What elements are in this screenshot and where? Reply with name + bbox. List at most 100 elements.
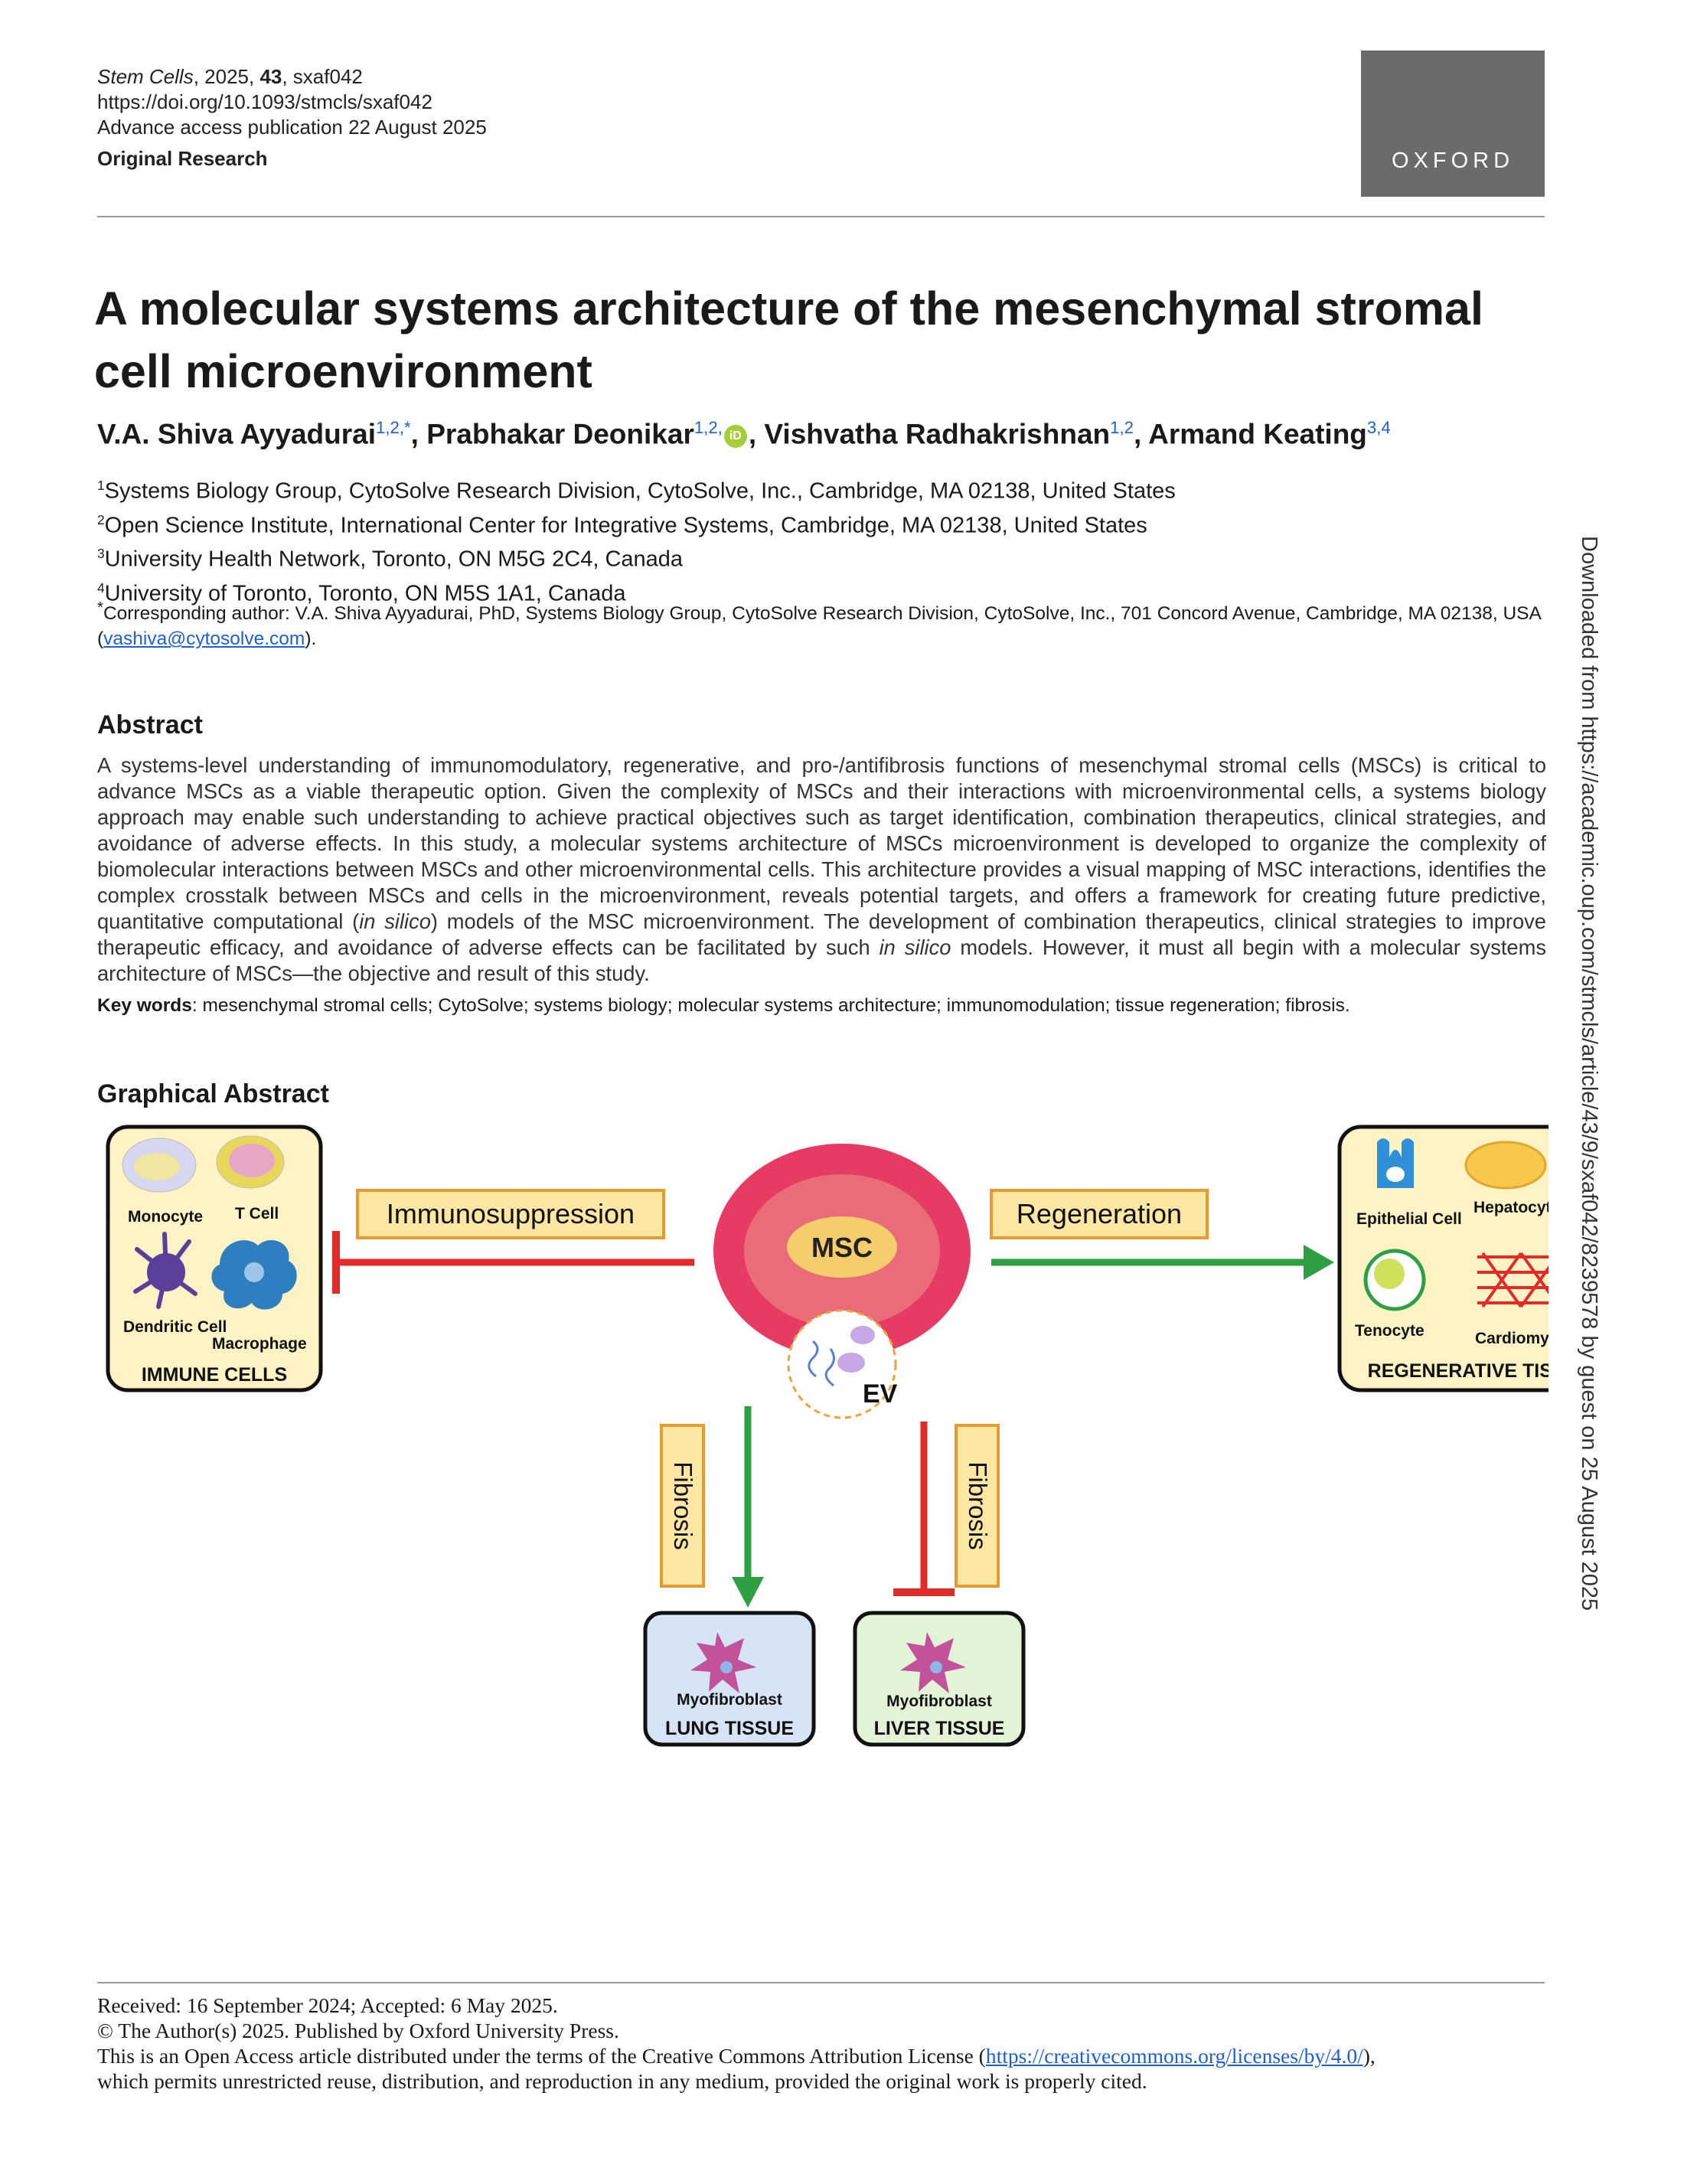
monocyte-label: Monocyte (128, 1208, 203, 1226)
myofibroblast-nucleus-icon (930, 1661, 942, 1673)
t-cell-nucleus-icon (229, 1144, 275, 1177)
abstract-part: A systems-level understanding of immunom… (97, 753, 1546, 933)
author-name[interactable]: Prabhakar Deonikar (426, 418, 694, 450)
corresponding-end: ). (305, 628, 317, 650)
article-type: Original Research (97, 147, 268, 170)
license-text: ), (1363, 2044, 1376, 2068)
author-affil-sup: 3,4 (1366, 418, 1391, 437)
regeneration-label: Regeneration (1017, 1198, 1182, 1229)
affiliation-num: 3 (97, 546, 105, 562)
affiliation-text: Open Science Institute, International Ce… (104, 513, 1147, 538)
citation-year: , 2025, (193, 65, 260, 88)
affiliation: 1Systems Biology Group, CytoSolve Resear… (97, 472, 1176, 506)
abstract-italic: in silico (879, 935, 951, 959)
author-name[interactable]: Armand Keating (1148, 418, 1367, 450)
graphical-abstract: Monocyte T Cell Dendritic Cell Macrophag… (106, 1125, 1549, 1747)
lung-tissue-box: Myofibroblast LUNG TISSUE (643, 1611, 816, 1747)
affiliation-num: 2 (97, 511, 105, 527)
abstract-text: A systems-level understanding of immunom… (97, 752, 1546, 987)
ev-vesicle-icon (787, 1309, 897, 1419)
author-name[interactable]: Vishvatha Radhakrishnan (764, 418, 1111, 450)
fibrosis-left-label-box (660, 1424, 705, 1588)
affiliation-num: 1 (97, 478, 105, 493)
regeneration-arrowhead (1304, 1245, 1334, 1280)
macrophage-label: Macrophage (212, 1335, 307, 1353)
corresponding-mark: * (97, 599, 103, 616)
abstract-part: models. However, it must all begin with … (97, 935, 1546, 985)
liver-myofibroblast-label: Myofibroblast (886, 1693, 992, 1710)
footer-divider (97, 1982, 1545, 1983)
affiliation: 2Open Science Institute, International C… (97, 506, 1176, 540)
epithelial-cell-icon (1377, 1138, 1414, 1188)
received-dates: Received: 16 September 2024; Accepted: 6… (97, 1993, 558, 2017)
author-separator: , (1133, 418, 1149, 450)
monocyte-nucleus-icon (134, 1153, 180, 1180)
hepatocyte-label: Hepatocyte (1474, 1199, 1549, 1216)
macrophage-icon (211, 1239, 297, 1310)
immunosuppression-label: Immunosuppression (387, 1198, 635, 1229)
immunosuppression-label-box (356, 1189, 665, 1239)
volume: 43 (259, 65, 282, 88)
msc-nucleus (787, 1216, 897, 1278)
corresponding-text: Corresponding author: V.A. Shiva Ayyadur… (97, 603, 1541, 650)
abstract-part: ) models of the MSC microenvironment. Th… (97, 909, 1546, 959)
logo-text: OXFORD (1391, 149, 1515, 173)
affiliation-text: Systems Biology Group, CytoSolve Researc… (104, 478, 1176, 504)
article-title: A molecular systems architecture of the … (94, 282, 1483, 397)
t-cell-label: T Cell (235, 1205, 279, 1223)
author-separator: , (748, 418, 765, 450)
affiliation-text: University Health Network, Toronto, ON M… (104, 547, 684, 572)
hepatocyte-icon (1464, 1141, 1547, 1190)
epithelial-cell-label: Epithelial Cell (1356, 1210, 1462, 1228)
lung-myofibroblast-label: Myofibroblast (677, 1691, 782, 1709)
regenerative-tissue-box: Epithelial Cell Hepatocyte Tenocyte Card… (1337, 1125, 1549, 1392)
journal-name: Stem Cells (97, 65, 194, 88)
cardiomyocyte-label: Cardiomyocyte (1475, 1330, 1549, 1347)
email-link[interactable]: vashiva@cytosolve.com (103, 628, 305, 650)
fibrosis-right-label: Fibrosis (964, 1461, 992, 1550)
author-separator: , (410, 418, 427, 450)
affiliation: 3University Health Network, Toronto, ON … (97, 540, 1176, 574)
msc-label: MSC (811, 1232, 873, 1263)
fibrosis-right-label-box (955, 1424, 1000, 1588)
license-link[interactable]: https://creativecommons.org/licenses/by/… (985, 2044, 1363, 2068)
fibrosis-arrowhead (732, 1577, 764, 1608)
lung-tissue-title: LUNG TISSUE (665, 1718, 794, 1739)
doi-link[interactable]: https://doi.org/10.1093/stmcls/sxaf042 (97, 90, 432, 113)
liver-tissue-box: Myofibroblast LIVER TISSUE (853, 1611, 1026, 1747)
tenocyte-label: Tenocyte (1355, 1322, 1425, 1340)
orcid-icon[interactable]: iD (723, 424, 747, 448)
keywords-label: Key words (97, 995, 192, 1016)
author-list: V.A. Shiva Ayyadurai1,2,*, Prabhakar Deo… (97, 418, 1552, 450)
liver-tissue-title: LIVER TISSUE (874, 1718, 1005, 1739)
keywords-text: : mesenchymal stromal cells; CytoSolve; … (191, 995, 1350, 1016)
copyright: © The Author(s) 2025. Published by Oxfor… (97, 2019, 619, 2042)
ev-label: EV (863, 1379, 898, 1409)
regeneration-label-box (990, 1189, 1209, 1239)
license-line: This is an Open Access article distribut… (97, 2043, 1546, 2068)
affiliations: 1Systems Biology Group, CytoSolve Resear… (97, 472, 1176, 609)
author-affil-sup: 1,2,* (376, 418, 411, 437)
graphical-abstract-heading: Graphical Abstract (97, 1079, 329, 1108)
abstract-heading: Abstract (97, 710, 203, 739)
keywords: Key words: mesenchymal stromal cells; Cy… (97, 993, 1546, 1018)
immune-cells-title: IMMUNE CELLS (142, 1364, 287, 1386)
author-affil-sup: 1,2 (1110, 418, 1134, 437)
oxford-logo[interactable]: OXFORD (1361, 51, 1545, 197)
footer: Received: 16 September 2024; Accepted: 6… (97, 1993, 1546, 2094)
abstract-italic: in silico (359, 909, 431, 933)
cardiomyocyte-icon (1477, 1252, 1549, 1308)
header-divider (97, 216, 1545, 217)
immune-cells-box: Monocyte T Cell Dendritic Cell Macrophag… (106, 1125, 323, 1392)
dendritic-cell-label: Dendritic Cell (123, 1318, 227, 1336)
corresponding-author: *Corresponding author: V.A. Shiva Ayyadu… (97, 596, 1552, 651)
affiliation-text: University of Toronto, Toronto, ON M5S 1… (104, 581, 626, 606)
affiliation-num: 4 (97, 579, 105, 596)
author-name[interactable]: V.A. Shiva Ayyadurai (97, 418, 377, 450)
license-text: This is an Open Access article distribut… (97, 2044, 986, 2068)
tenocyte-nucleus-icon (1374, 1258, 1405, 1289)
download-sidebar: Downloaded from https://academic.oup.com… (1577, 536, 1601, 1611)
affiliation: 4University of Toronto, Toronto, ON M5S … (97, 574, 1176, 609)
regenerative-tissue-title: REGENERATIVE TISSUE (1368, 1360, 1549, 1382)
advance-access: Advance access publication 22 August 202… (97, 116, 487, 139)
